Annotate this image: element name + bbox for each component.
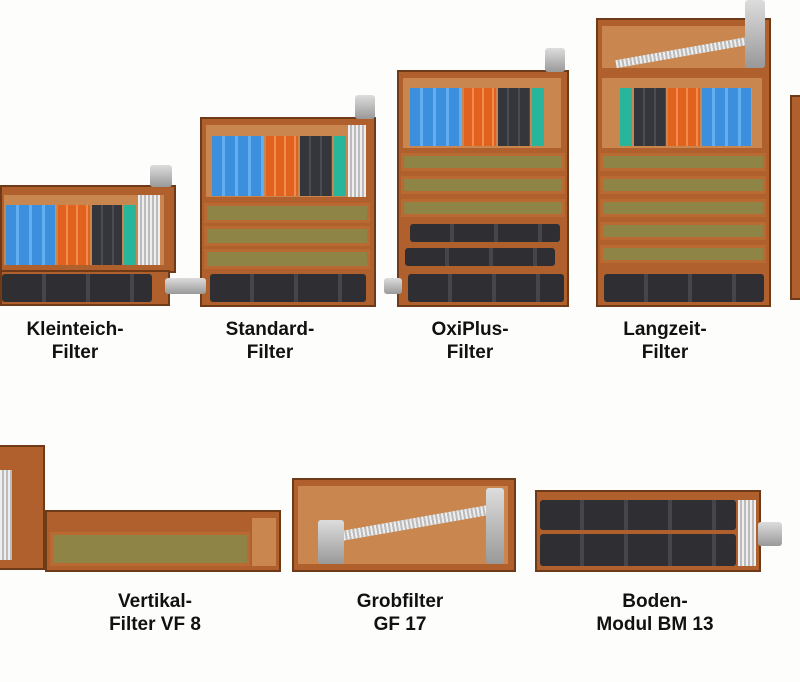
label-kleinteich-filter: Kleinteich-Filter — [0, 318, 185, 364]
label-line: Langzeit- — [623, 319, 707, 340]
label-line: Modul BM 13 — [596, 614, 714, 635]
label-line: Standard- — [225, 319, 315, 340]
label-line: Boden- — [622, 591, 688, 612]
label-line: Filter — [246, 342, 294, 363]
label-line: Filter — [641, 342, 689, 363]
label-line: Grobfilter — [356, 591, 444, 612]
label-line: GF 17 — [373, 614, 427, 635]
label-line: Filter — [446, 342, 494, 363]
label-line: OxiPlus- — [431, 319, 509, 340]
label-line: Filter — [51, 342, 99, 363]
label-standard-filter: Standard-Filter — [160, 318, 380, 364]
label-line: Vertikal- — [118, 591, 192, 612]
label-oxiplus-filter: OxiPlus-Filter — [360, 318, 580, 364]
label-vertikal-filter: Vertikal-Filter VF 8 — [45, 590, 265, 636]
label-line: Filter VF 8 — [109, 614, 201, 635]
label-langzeit-filter: Langzeit-Filter — [555, 318, 775, 364]
label-line: Kleinteich- — [26, 319, 124, 340]
label-boden-modul: Boden-Modul BM 13 — [545, 590, 765, 636]
